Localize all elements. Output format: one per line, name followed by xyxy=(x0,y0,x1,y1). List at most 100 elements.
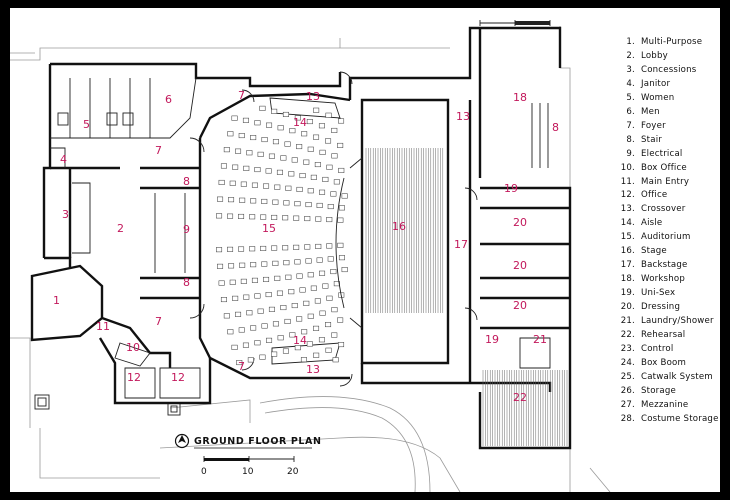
legend-number: 13. xyxy=(620,204,635,215)
stage-apron xyxy=(335,157,363,329)
legend-item: 10. Box Office xyxy=(613,163,687,173)
legend-number: 23. xyxy=(620,343,635,354)
legend-item: 9. Electrical xyxy=(613,149,683,159)
legend-label: Laundry/Shower xyxy=(641,316,714,326)
legend-label: Aisle xyxy=(641,218,663,229)
legend-label: Auditorium xyxy=(641,232,691,243)
legend-number: 18. xyxy=(620,274,635,285)
room-label-14-north: 14 xyxy=(293,116,307,129)
room-label-7-lobby-north: 7 xyxy=(155,144,162,157)
legend-label: Control xyxy=(641,343,674,354)
legend-label: Foyer xyxy=(641,120,666,131)
floor-plan-sheet: 1 2 3 4 5 6 7 7 7 7 8 8 8 9 10 11 12 12 … xyxy=(10,8,720,492)
legend-item: 12. Office xyxy=(613,190,667,200)
legend-label: Janitor xyxy=(641,78,671,89)
floor-plan-drawing: 1 2 3 4 5 6 7 7 7 7 8 8 8 9 10 11 12 12 … xyxy=(10,20,611,492)
scale-label-0: 0 xyxy=(201,467,207,477)
legend-label: Crossover xyxy=(641,204,686,215)
room-label-1: 1 xyxy=(53,294,60,307)
legend-number: 4. xyxy=(626,78,635,89)
legend-label: Women xyxy=(641,92,675,103)
room-label-7-north: 7 xyxy=(238,89,245,102)
legend-item: 5. Women xyxy=(613,93,674,103)
legend-item: 27.Mezzanine xyxy=(613,400,688,410)
room-label-20-c: 20 xyxy=(513,299,527,312)
legend-label: Stage xyxy=(641,246,667,257)
legend-label: Box Office xyxy=(641,162,687,173)
north-arrow-pointer xyxy=(178,435,186,443)
legend-number: 15. xyxy=(620,232,635,243)
legend-item: 4. Janitor xyxy=(613,79,670,89)
legend-item: 11.Main Entry xyxy=(613,177,689,187)
north-scale-ticks xyxy=(479,20,551,26)
legend-item: 18. Workshop xyxy=(613,274,685,284)
room-label-11: 11 xyxy=(96,320,110,333)
legend-number: 19. xyxy=(620,288,635,299)
site-lines xyxy=(10,26,611,492)
legend-item: 17. Backstage xyxy=(613,260,688,270)
legend-label: Stair xyxy=(641,134,663,145)
legend-label: Backstage xyxy=(641,260,688,271)
building-walls xyxy=(30,26,572,450)
room-label-2: 2 xyxy=(117,222,124,235)
room-label-3: 3 xyxy=(62,208,69,221)
stage-floor-hatch xyxy=(365,148,444,313)
scale-label-20: 20 xyxy=(287,467,299,477)
legend-number: 17. xyxy=(620,260,635,271)
room-label-13-south: 13 xyxy=(306,363,320,376)
room-label-18: 18 xyxy=(513,91,527,104)
room-label-20-a: 20 xyxy=(513,216,527,229)
legend-item: 3.Concessions xyxy=(613,65,696,75)
legend-number: 10. xyxy=(620,162,635,173)
legend-item: 26.Storage xyxy=(613,386,676,396)
rehearsal-floor-hatch xyxy=(482,370,568,446)
legend-item: 24.Box Boom xyxy=(613,358,686,368)
room-labels: 1 2 3 4 5 6 7 7 7 7 8 8 8 9 10 11 12 12 … xyxy=(53,89,559,404)
room-label-15: 15 xyxy=(262,222,276,235)
legend-item: 15. Auditorium xyxy=(613,232,691,242)
legend-item: 19. Uni-Sex xyxy=(613,288,675,298)
room-label-17: 17 xyxy=(454,238,468,251)
plan-title: GROUND FLOOR PLAN xyxy=(194,436,322,447)
legend-number: 3. xyxy=(626,64,635,75)
legend-label: Rehearsal xyxy=(641,329,686,340)
legend-number: 1. xyxy=(626,37,635,47)
room-label-8-south: 8 xyxy=(183,276,190,289)
room-label-21: 21 xyxy=(533,333,547,346)
plan-title-block: GROUND FLOOR PLAN 0 10 20 xyxy=(174,433,322,477)
legend-number: 25. xyxy=(620,371,635,382)
legend-number: 24. xyxy=(620,357,635,368)
legend-number: 8. xyxy=(626,134,635,145)
legend-label: Uni-Sex xyxy=(641,288,676,299)
legend-item: 14.Aisle xyxy=(613,218,662,228)
legend-number: 2. xyxy=(626,50,635,61)
legend-number: 26. xyxy=(620,385,635,396)
room-label-5: 5 xyxy=(83,118,90,131)
legend-label: Office xyxy=(641,190,668,201)
room-label-10: 10 xyxy=(126,341,140,354)
room-label-6: 6 xyxy=(165,93,172,106)
legend-number: 12. xyxy=(620,190,635,201)
legend-item: 6.Men xyxy=(613,107,660,117)
legend-item: 8. Stair xyxy=(613,135,662,145)
room-label-20-b: 20 xyxy=(513,259,527,272)
room-label-22: 22 xyxy=(513,391,527,404)
room-label-19-south: 19 xyxy=(485,333,499,346)
legend-item: 2.Lobby xyxy=(613,51,668,61)
room-label-9: 9 xyxy=(183,223,190,236)
room-label-14-south: 14 xyxy=(293,334,307,347)
legend-number: 5. xyxy=(626,92,635,103)
legend-label: Workshop xyxy=(641,274,685,285)
room-label-8-workshop: 8 xyxy=(552,121,559,134)
room-label-4: 4 xyxy=(60,153,67,166)
legend-number: 9. xyxy=(626,148,635,159)
legend-item: 13. Crossover xyxy=(613,204,686,214)
legend-number: 11. xyxy=(620,176,635,187)
legend-number: 28. xyxy=(620,413,635,424)
legend-label: Dressing xyxy=(641,302,681,313)
legend-item: 16.Stage xyxy=(613,246,667,256)
room-label-12-a: 12 xyxy=(127,371,141,384)
legend-item: 21.Laundry/Shower xyxy=(613,316,714,326)
legend-number: 27. xyxy=(620,399,635,410)
legend-label: Electrical xyxy=(641,148,683,159)
